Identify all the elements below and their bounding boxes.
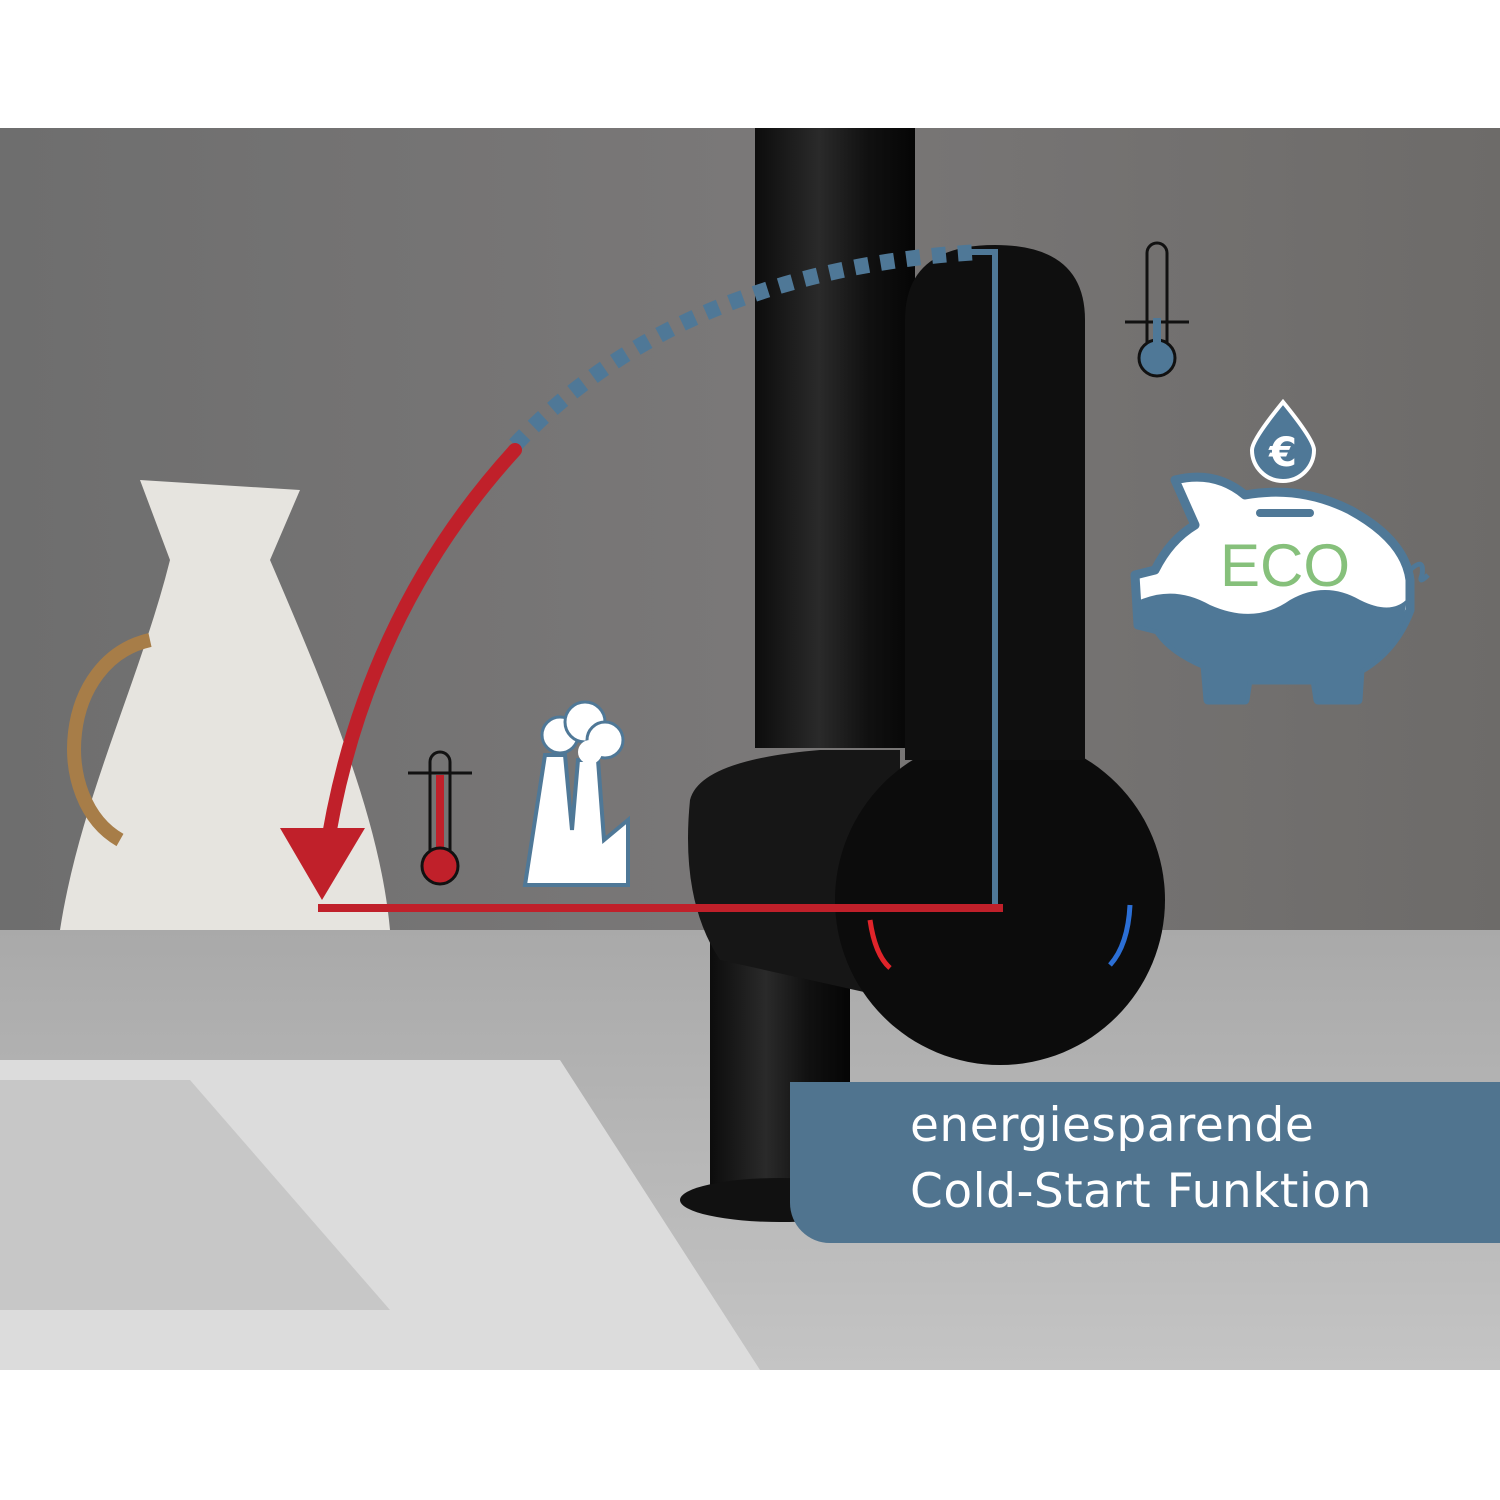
- faucet: [680, 128, 1165, 1222]
- piggy-bank-icon: ECO: [1130, 472, 1430, 705]
- feature-banner: energiesparende Cold-Start Funktion: [790, 1082, 1500, 1243]
- euro-drop-icon: €: [1249, 398, 1317, 483]
- banner-line-1: energiesparende: [910, 1098, 1315, 1153]
- banner-line-2: Cold-Start Funktion: [910, 1164, 1372, 1219]
- hot-arc: [318, 443, 522, 867]
- thermometer-cold-icon: [1125, 241, 1189, 378]
- cold-arc: [509, 244, 981, 451]
- eco-label: ECO: [1220, 532, 1350, 599]
- thermometer-hot-icon: [408, 750, 472, 886]
- euro-symbol: €: [1268, 430, 1297, 476]
- hot-arrow-head: [280, 828, 365, 900]
- vase: [60, 480, 390, 930]
- cold-line: [960, 249, 998, 905]
- factory-icon: [522, 700, 630, 887]
